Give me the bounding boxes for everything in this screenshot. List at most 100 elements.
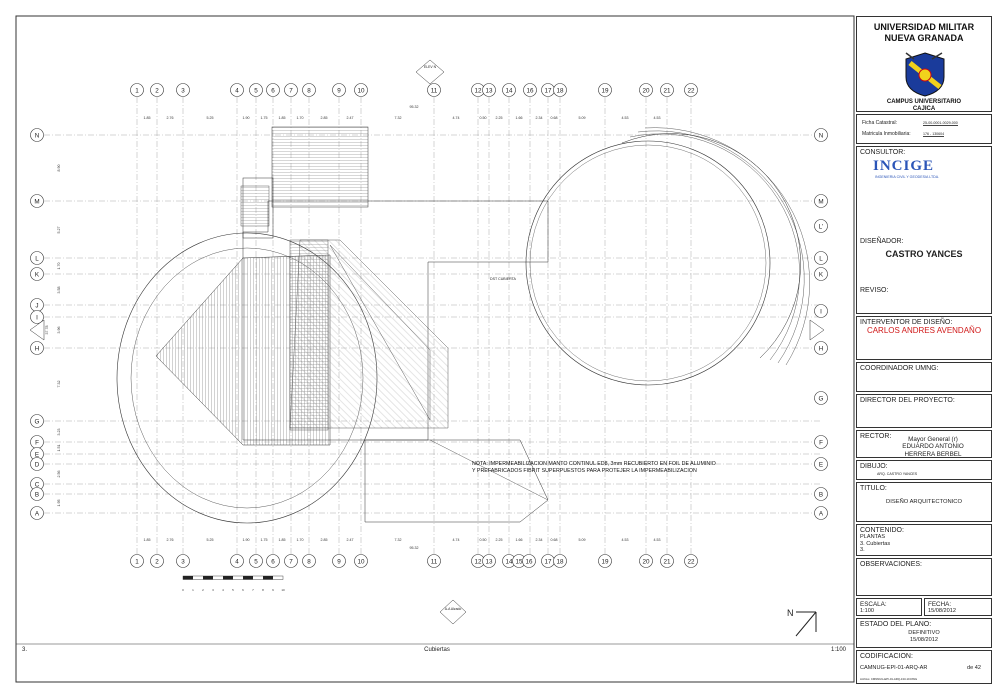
scale-number-2: 2 — [202, 588, 204, 592]
dim-bottom-16: 5.09 — [579, 538, 586, 542]
dim-top-3: 1.90 — [243, 116, 250, 120]
grid-bubble-top-11: 11 — [427, 83, 441, 97]
scale-number-3: 3 — [212, 588, 214, 592]
svg-text:1: 1 — [135, 558, 139, 565]
incige-logo: INCIGE — [873, 158, 935, 174]
svg-text:21: 21 — [663, 87, 671, 94]
svg-text:A: A — [35, 510, 40, 517]
dim-left-3: 3.58 — [57, 287, 61, 294]
svg-text:6: 6 — [271, 558, 275, 565]
escala-label: ESCALA: — [860, 601, 887, 608]
grid-bubble-bottom-17: 17 — [541, 554, 555, 568]
svg-text:F: F — [819, 439, 823, 446]
dim-top-16: 5.09 — [579, 116, 586, 120]
svg-text:4: 4 — [235, 87, 239, 94]
dim-top-15: 0.68 — [551, 116, 558, 120]
dim-bottom-6: 1.70 — [297, 538, 304, 542]
disenador-label: DISEÑADOR: — [860, 238, 904, 245]
dim-left-5: 7.32 — [57, 381, 61, 388]
section-markers — [29, 59, 825, 625]
consultor-box: CONSULTOR: INCIGE INGENIERIA CIVIL Y GEO… — [856, 146, 992, 314]
svg-text:10: 10 — [357, 558, 365, 565]
grid-bubble-left-M: M — [30, 194, 44, 208]
note-line-2: Y PREFABRICADOS FIBRIT SUPERPUESTOS PARA… — [472, 468, 697, 474]
grid-bubble-bottom-21: 21 — [660, 554, 674, 568]
svg-text:C: C — [35, 481, 40, 488]
dibujo-label: DIBUJO: — [860, 463, 888, 470]
catastro-box: Ficha Catastral: 25-00-0001-0029-000 Mat… — [856, 114, 992, 144]
grid-bubble-top-6: 6 — [266, 83, 280, 97]
overall-dim-top: 95.32 — [410, 105, 419, 109]
dim-left-7: 1.51 — [57, 445, 61, 452]
grid-bubble-right-B: B — [814, 487, 828, 501]
grid-bubble-top-14: 14 — [502, 83, 516, 97]
grid-bubble-bottom-10: 10 — [354, 554, 368, 568]
dim-left-0: 8.90 — [57, 165, 61, 172]
matricula-label: Matricula Inmobiliaria: — [862, 131, 911, 137]
rector-box: RECTOR: Mayor General (r) EDUARDO ANTONI… — [856, 430, 992, 458]
dim-top-2: 5.25 — [207, 116, 214, 120]
grid-bubble-top-21: 21 — [660, 83, 674, 97]
dim-bottom-11: 0.50 — [480, 538, 487, 542]
dim-bottom-18: 4.53 — [654, 538, 661, 542]
svg-text:20: 20 — [642, 87, 650, 94]
grid-bubble-right-H: H — [814, 341, 828, 355]
svg-text:8: 8 — [307, 558, 311, 565]
scale-number-9: 9 — [272, 588, 274, 592]
svg-text:7: 7 — [289, 87, 293, 94]
grid-bubble-bottom-18: 18 — [553, 554, 567, 568]
svg-text:9: 9 — [337, 558, 341, 565]
svg-text:3: 3 — [181, 87, 185, 94]
right-circle-roof — [525, 140, 771, 386]
elevation-label: ELEV N — [424, 65, 437, 69]
dim-left-4: 3.96 — [57, 327, 61, 334]
dim-top-13: 1.66 — [516, 116, 523, 120]
dim-top-1: 2.76 — [167, 116, 174, 120]
escala-value: 1:100 — [860, 608, 874, 614]
grid-bubble-bottom-8: 8 — [302, 554, 316, 568]
university-shield-icon — [902, 51, 948, 97]
grid-bubble-right-K: K — [814, 267, 828, 281]
grid-bubble-top-9: 9 — [332, 83, 346, 97]
svg-text:5: 5 — [254, 87, 258, 94]
svg-text:20: 20 — [642, 558, 650, 565]
university-box: UNIVERSIDAD MILITAR NUEVA GRANADA CAMPUS… — [856, 16, 992, 112]
grid-bubble-left-F: F — [30, 435, 44, 449]
grid-bubble-bottom-11: 11 — [427, 554, 441, 568]
grid-bubble-bottom-19: 19 — [598, 554, 612, 568]
director-box: DIRECTOR DEL PROYECTO: — [856, 394, 992, 428]
elevation-marker-top — [415, 59, 445, 85]
dim-bottom-0: 1.85 — [144, 538, 151, 542]
grid-bubble-left-H: H — [30, 341, 44, 355]
dibujo-value: ARQ. CASTRO YANCES — [877, 472, 918, 476]
svg-text:A: A — [819, 510, 824, 517]
interventor-name: CARLOS ANDRES AVENDAÑO — [866, 326, 982, 335]
estado-label: ESTADO DEL PLANO: — [860, 621, 932, 628]
grid-bubble-bottom-5: 5 — [249, 554, 263, 568]
dibujo-box: DIBUJO: ARQ. CASTRO YANCES — [856, 460, 992, 480]
grid-bubble-bottom-6: 6 — [266, 554, 280, 568]
svg-text:G: G — [819, 395, 824, 402]
grid-bubble-right-I: I — [814, 304, 828, 318]
svg-text:1: 1 — [135, 87, 139, 94]
roof-plan-drawing: 1.851.852.762.765.255.251.901.901.751.75… — [15, 15, 855, 683]
matricula-value: 176 - 130604 — [923, 132, 945, 137]
dim-top-12: 2.25 — [496, 116, 503, 120]
svg-text:F: F — [35, 439, 39, 446]
grid-bubble-bottom-22: 22 — [684, 554, 698, 568]
svg-text:17: 17 — [544, 87, 552, 94]
svg-text:6: 6 — [271, 87, 275, 94]
disenador-name: CASTRO YANCES — [885, 249, 963, 259]
dim-bottom-17: 4.53 — [622, 538, 629, 542]
rector-label: RECTOR: — [860, 433, 892, 440]
scale-number-7: 7 — [252, 588, 254, 592]
dim-top-18: 4.53 — [654, 116, 661, 120]
grid-bubble-top-13: 13 — [482, 83, 496, 97]
svg-text:K: K — [35, 271, 40, 278]
grid-bubble-bottom-1: 1 — [130, 554, 144, 568]
svg-text:22: 22 — [687, 87, 695, 94]
grid-bubble-left-E: E — [30, 447, 44, 461]
university-name: UNIVERSIDAD MILITAR NUEVA GRANADA — [873, 22, 975, 43]
observaciones-box: OBSERVACIONES: — [856, 558, 992, 596]
contenido-label: CONTENIDO: — [860, 527, 904, 534]
